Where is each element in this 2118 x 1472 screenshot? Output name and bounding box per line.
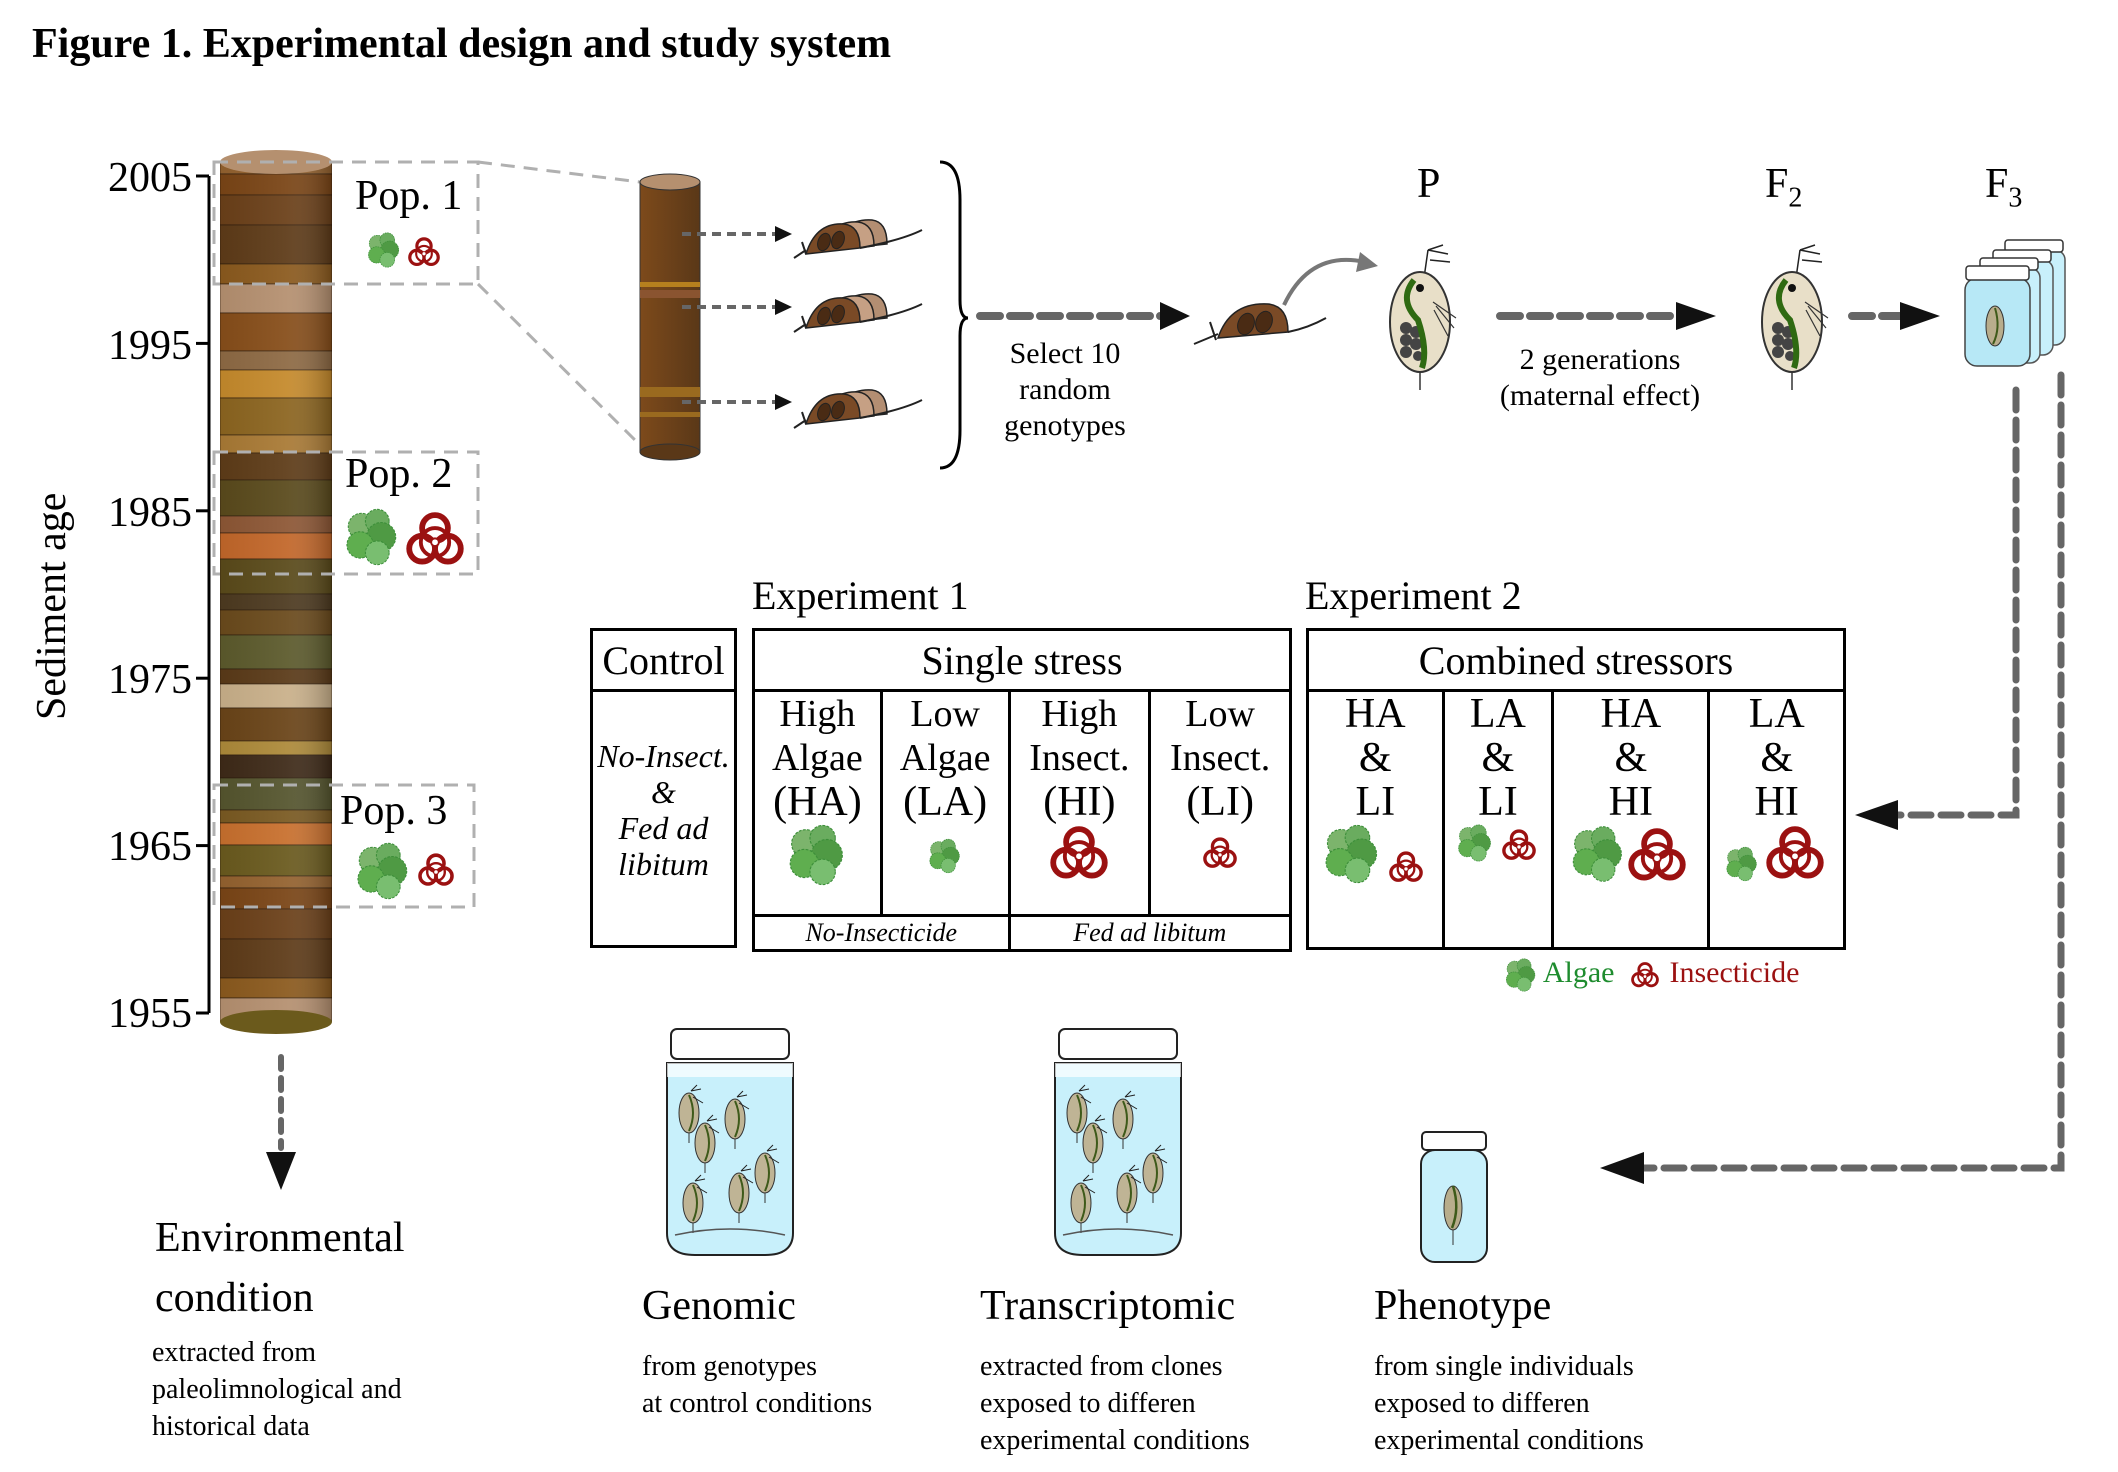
daphnia-icon (1750, 240, 1840, 390)
tick-1995: 1995 (108, 323, 192, 369)
treatment-ha-li: HA & LI (1306, 689, 1445, 950)
control-conditions: No-Insect. & Fed ad libitum (590, 689, 737, 948)
pop1-box (212, 160, 480, 286)
pop3-box (212, 783, 476, 909)
zoom-line-bottom (476, 282, 642, 447)
combined-stressors-table: Combined stressors HA & LI LA & LI HA & … (1306, 628, 1846, 950)
daphnia-icon (1378, 240, 1468, 390)
phenotype-title: Phenotype (1374, 1283, 1552, 1329)
legend: Algae Insecticide (1505, 956, 1799, 992)
pop1-label: Pop. 1 (355, 173, 463, 219)
pop2-box (212, 450, 480, 576)
treatment-ha: High Algae (HA) (752, 689, 883, 917)
biohazard-icon (1199, 836, 1241, 870)
environmental-description: extracted from paleolimnological and his… (152, 1337, 402, 1442)
transcriptomic-title: Transcriptomic (980, 1283, 1236, 1329)
tick-2005: 2005 (108, 155, 192, 201)
environmental-title: Environmental condition (155, 1215, 405, 1321)
jar-stack-icon (1964, 239, 2066, 367)
experiment2-label: Experiment 2 (1305, 573, 1522, 618)
algae-icon (929, 838, 961, 874)
algae-icon (1726, 846, 1758, 882)
treatment-li: Low Insect. (LI) (1148, 689, 1292, 917)
legend-insecticide: Insecticide (1669, 956, 1800, 989)
biohazard-icon (1624, 826, 1690, 884)
algae-icon (1572, 824, 1624, 884)
zoom-line-top (477, 160, 641, 184)
maternal-effect-text: 2 generations (maternal effect) (1499, 343, 1701, 412)
transcriptomic-description: extracted from clones exposed to differe… (980, 1351, 1250, 1456)
control-header: Control (590, 628, 737, 692)
tick-1975: 1975 (108, 657, 192, 703)
jar-phenotype-icon (1420, 1131, 1488, 1263)
pop2-label: Pop. 2 (345, 451, 453, 497)
ephippium-icon (792, 210, 932, 260)
algae-icon (1505, 958, 1537, 992)
combined-stressors-header: Combined stressors (1306, 628, 1846, 692)
select-genotypes-text: Select 10 random genotypes (1004, 337, 1126, 442)
figure-title: Figure 1. Experimental design and study … (32, 21, 892, 67)
tick-1955: 1955 (108, 991, 192, 1037)
generation-p-label: P (1417, 161, 1441, 207)
footer-fed-ad-libitum: Fed ad libitum (1007, 914, 1293, 952)
footer-no-insecticide: No-Insecticide (752, 914, 1011, 952)
treatment-hi: High Insect. (HI) (1007, 689, 1152, 917)
control-table: Control No-Insect. & Fed ad libitum (590, 628, 737, 948)
small-sediment-core (639, 173, 701, 461)
ephippium-icon (1188, 296, 1328, 346)
ephippium-icon (792, 380, 932, 430)
tick-1965: 1965 (108, 824, 192, 870)
biohazard-icon (1386, 850, 1426, 884)
phenotype-description: from single individuals exposed to diffe… (1374, 1351, 1644, 1456)
biohazard-icon (1499, 828, 1539, 862)
jar-genomic-icon (655, 1023, 805, 1263)
experiment1-label: Experiment 1 (752, 573, 969, 618)
algae-icon (1324, 824, 1380, 884)
biohazard-icon (1762, 824, 1828, 882)
algae-icon (788, 824, 846, 886)
biohazard-icon (1044, 824, 1114, 882)
genomic-title: Genomic (642, 1283, 796, 1329)
single-stress-table: Single stress High Algae (HA) Low Algae … (752, 628, 1293, 952)
algae-icon (1457, 824, 1493, 862)
generation-f3-label: F3 (1985, 161, 2023, 214)
jar-transcriptomic-icon (1043, 1023, 1193, 1263)
treatment-ha-hi: HA & HI (1551, 689, 1711, 950)
treatment-la: Low Algae (LA) (879, 689, 1011, 917)
biohazard-icon (1628, 961, 1662, 989)
generation-f2-label: F2 (1765, 161, 1803, 214)
treatment-la-hi: LA & HI (1707, 689, 1846, 950)
ephippium-icon (792, 284, 932, 334)
sediment-core (220, 150, 332, 1034)
treatment-la-li: LA & LI (1441, 689, 1555, 950)
legend-algae: Algae (1542, 956, 1615, 989)
genomic-description: from genotypes at control conditions (642, 1351, 873, 1419)
tick-1985: 1985 (108, 490, 192, 536)
single-stress-header: Single stress (752, 628, 1292, 692)
pop3-label: Pop. 3 (340, 788, 448, 834)
